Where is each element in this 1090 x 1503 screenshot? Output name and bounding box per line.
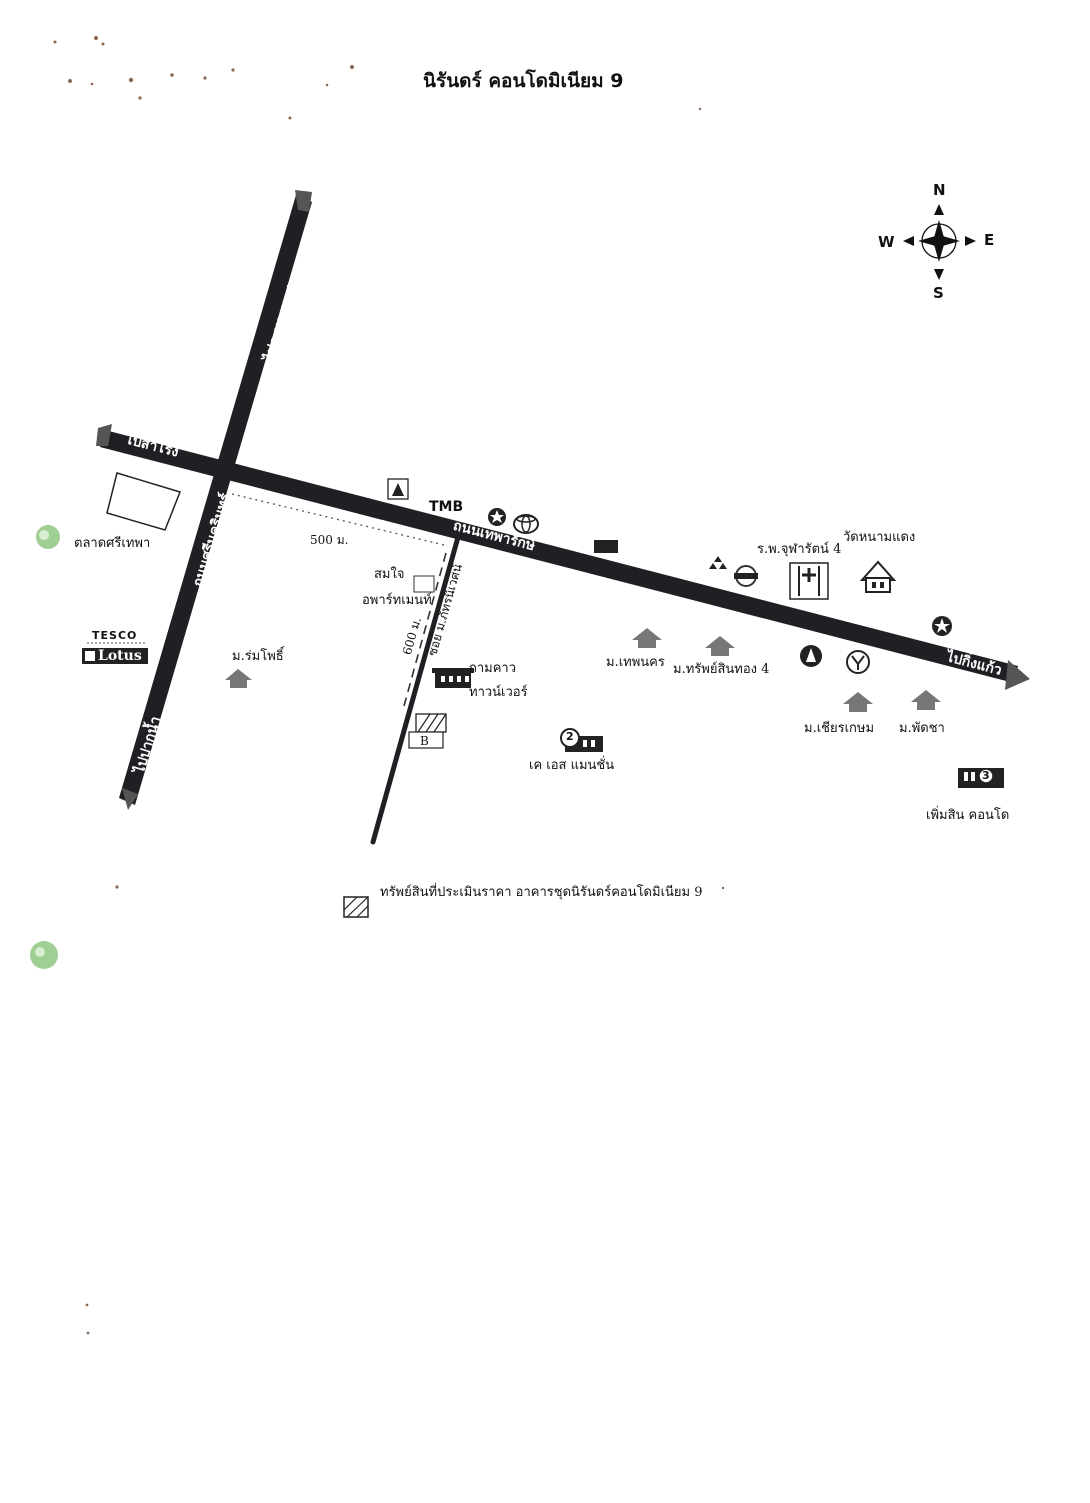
sapsintong-house-icon xyxy=(705,636,735,656)
ks-mansion-building-icon xyxy=(560,728,603,752)
legend-text: ทรัพย์สินที่ประเมินราคา อาคารชุดนิรันดร์… xyxy=(380,885,703,900)
label-talad-sri-thepha: ตลาดศรีเทพา xyxy=(74,536,151,551)
temple-icon xyxy=(859,560,897,593)
scb-logo-icon xyxy=(846,650,870,674)
toyota-logo-icon xyxy=(513,514,539,534)
distance-line-600 xyxy=(403,552,447,707)
patcha-house-icon xyxy=(911,690,941,710)
compass-n: N xyxy=(933,181,946,199)
house-icons xyxy=(225,628,941,712)
star-logo-east-icon xyxy=(932,616,952,636)
label-subject-marker: B xyxy=(420,734,429,748)
map-title: นิรันดร์ คอนโดมิเนียม 9 xyxy=(423,70,624,92)
kamkao-building-icon xyxy=(432,668,474,688)
label-hospital: ร.พ.จุฬารัตน์ 4 xyxy=(757,542,842,557)
label-kamkao-line1: กามคาว xyxy=(469,661,517,676)
theparak-arrow-west xyxy=(96,424,112,446)
label-ks-number: 2 xyxy=(566,730,574,743)
theparak-road xyxy=(100,430,1018,683)
green-pin-bottom-highlight xyxy=(35,947,45,957)
compass-s: S xyxy=(933,284,944,302)
label-sapsintong: ม.ทรัพย์สินทอง 4 xyxy=(673,662,770,677)
star-logo-icon xyxy=(488,508,506,526)
srinakarin-road xyxy=(119,195,312,805)
paper-specks xyxy=(53,36,725,1335)
compass-e: E xyxy=(984,231,995,249)
permsin-building-icon xyxy=(958,768,1004,788)
label-permsin-number: 3 xyxy=(982,769,990,782)
srinakarin-arrow-north xyxy=(295,190,312,212)
label-wat: วัดหนามแดง xyxy=(843,530,916,545)
label-rompho: ม.ร่มโพธิ์ xyxy=(232,649,284,664)
label-thepnakorn: ม.เทพนคร xyxy=(606,655,665,670)
talad-sri-thepha-plot xyxy=(106,472,181,531)
jet-logo-icon xyxy=(594,540,618,553)
label-lotus: Lotus xyxy=(98,648,142,664)
subject-property xyxy=(408,713,447,749)
thepnakorn-house-icon xyxy=(632,628,662,648)
srinakarin-arrow-south xyxy=(122,788,138,810)
label-somjai-line2: อพาร์ทเมนท์ xyxy=(362,593,432,608)
nissan-logo-icon xyxy=(734,565,758,587)
soi-road xyxy=(370,527,463,845)
label-chiangkasem: ม.เชียรเกษม xyxy=(804,721,875,736)
label-somjai-line1: สมใจ xyxy=(374,567,405,582)
label-kamkao-line2: ทาวน์เวอร์ xyxy=(469,685,528,700)
bank-logo-icon xyxy=(387,478,409,500)
theparak-arrow-east xyxy=(1005,660,1030,690)
mitsubishi-logo-icon xyxy=(709,556,727,569)
chiangkasem-house-icon xyxy=(843,692,873,712)
green-pin-top-highlight xyxy=(39,530,49,540)
somjai-box xyxy=(413,575,435,593)
hospital-icon xyxy=(789,562,829,600)
rompho-house-icon xyxy=(225,669,252,688)
label-tmb: TMB xyxy=(429,499,464,515)
label-permsin: เพิ่มสิน คอนโด xyxy=(926,808,1010,823)
distance-500: 500 ม. xyxy=(310,533,349,547)
compass-rose xyxy=(903,204,976,280)
legend-hatch-box xyxy=(343,896,369,918)
compass-w: W xyxy=(878,233,895,251)
label-ks-mansion: เค เอส แมนชั่น xyxy=(529,758,615,773)
label-tesco: TESCO xyxy=(92,629,138,642)
distance-line-500 xyxy=(231,493,449,547)
label-patcha: ม.พัดชา xyxy=(899,721,945,736)
ktb-logo-icon xyxy=(800,645,822,667)
tesco-lotus-logo xyxy=(82,642,148,664)
